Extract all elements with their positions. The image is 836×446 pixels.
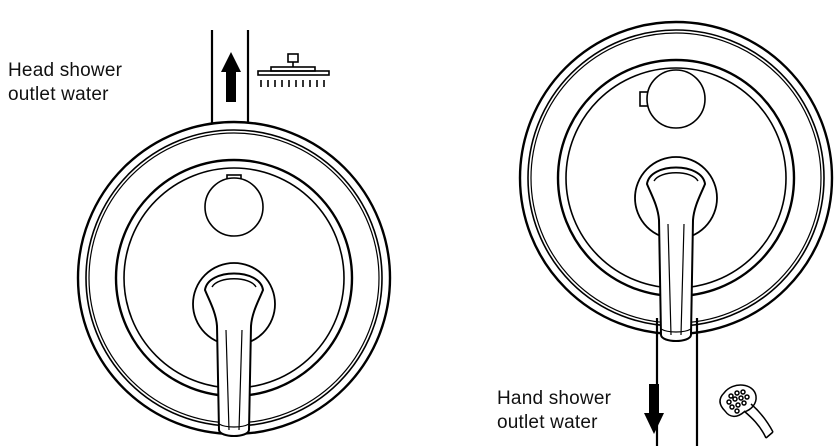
hand-shower-label-line2: outlet water [497,412,598,433]
flow-arrow-up-icon [221,52,241,102]
head-shower-pipe [210,30,250,125]
right-diverter-knob [639,69,706,129]
flow-arrow-down-icon [644,384,664,434]
rain-shower-head-icon [257,53,330,87]
hand-shower-label-line1: Hand shower [497,388,612,409]
head-shower-label-line1: Head shower [8,60,123,81]
left-valve [76,30,392,437]
head-shower-label-line2: outlet water [8,84,109,105]
left-diverter-knob [204,174,264,237]
right-valve [518,20,834,446]
hand-shower-icon [719,384,774,439]
left-lever-handle [192,262,276,437]
right-lever-handle [634,156,718,342]
